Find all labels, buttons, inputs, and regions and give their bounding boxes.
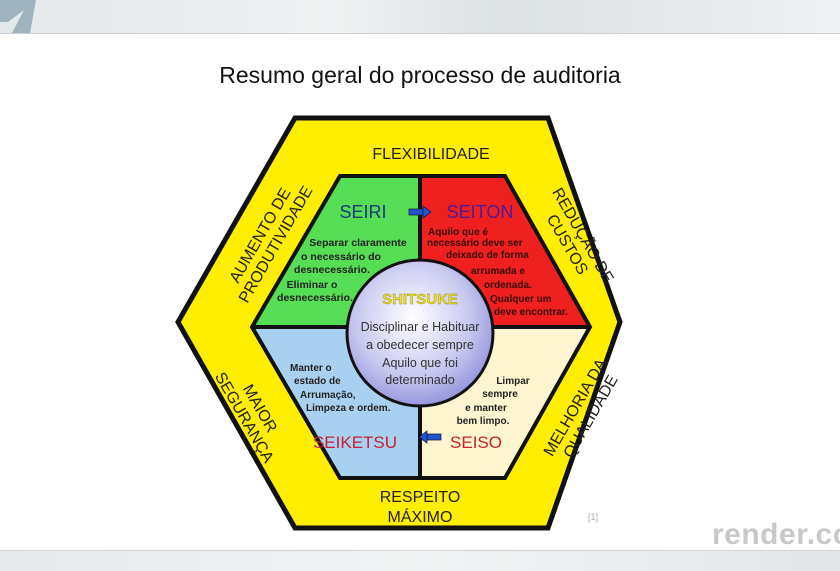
slide-title: Resumo geral do processo de auditoria (219, 62, 621, 88)
seiton-text-line: deixado de forma (446, 250, 529, 261)
shitsuke-text-line: Disciplinar e Habituar (361, 320, 480, 334)
seiri-text-line: Eliminar o (287, 279, 338, 291)
seiton-text-line: Aquilo que é (428, 227, 488, 238)
seiso-text-line: sempre (482, 389, 518, 400)
seiketsu-title: SEIKETSU (313, 433, 397, 452)
label-flexibilidade: FLEXIBILIDADE (372, 146, 489, 163)
seiton-title: SEITON (447, 202, 514, 222)
seiso-text-line: Limpar (496, 376, 529, 387)
arrow-left-icon (418, 430, 442, 444)
shitsuke-text-line: determinado (385, 373, 455, 387)
seiton-text-line: ordenada. (484, 280, 532, 291)
seiketsu-text-line: estado de (294, 376, 341, 387)
seiton-text-line: deve encontrar. (494, 307, 568, 318)
seiso-text-line: bem limpo. (457, 416, 510, 427)
seiso-text-line: e manter (465, 403, 507, 414)
shitsuke-title: SHITSUKE (382, 291, 458, 308)
label-respeito: RESPEITO (380, 489, 461, 506)
shitsuke-text-line: Aquilo que foi (382, 356, 458, 370)
inner-hexagon (249, 174, 593, 480)
slide-header-bar (0, 0, 840, 34)
seiri-title: SEIRI (339, 202, 386, 222)
slide-footer-bar (0, 550, 840, 571)
brand-watermark: render.co (712, 518, 840, 551)
seiketsu-text-line: Limpeza e ordem. (306, 403, 391, 414)
seiso-title: SEISO (450, 433, 502, 452)
arrow-right-icon (408, 205, 432, 219)
seiri-text-line: Separar claramente (309, 237, 407, 249)
seiri-text-line: desnecessário. (294, 264, 370, 276)
shitsuke-circle (345, 258, 495, 408)
shitsuke-text-line: a obedecer sempre (366, 338, 474, 352)
logo-icon (0, 0, 36, 33)
label-maximo: MÁXIMO (388, 507, 453, 526)
seiton-text-line: necessário deve ser (427, 238, 523, 249)
reference-marker: [1] (588, 512, 599, 522)
seiri-text-line: desnecessário. (277, 292, 353, 304)
seiton-text-line: Qualquer um (490, 294, 552, 305)
seiketsu-text-line: Manter o (290, 363, 332, 374)
seiton-text-line: arrumada e (471, 266, 525, 277)
seiri-text-line: o necessário do (301, 251, 381, 263)
seiketsu-text-line: Arrumação, (300, 390, 356, 401)
